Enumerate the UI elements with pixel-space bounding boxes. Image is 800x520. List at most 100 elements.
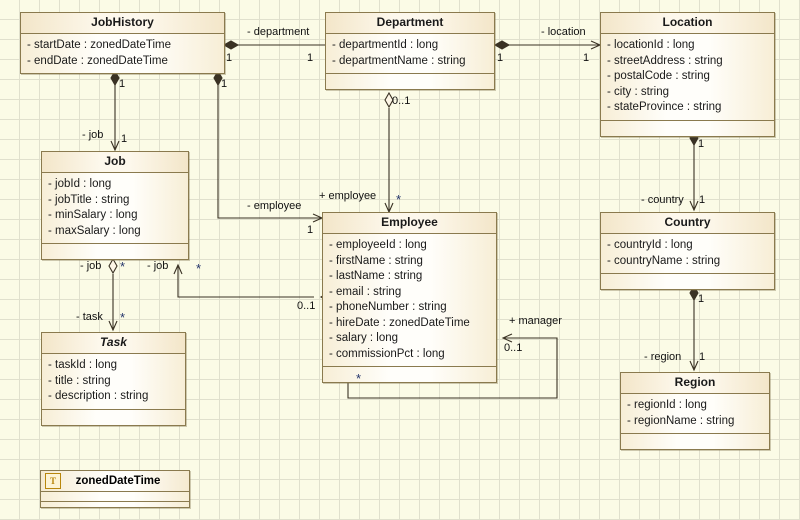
attribute-row: - lastName : string (329, 270, 423, 282)
class-title-country: Country (601, 213, 774, 234)
edge-job-task (108, 257, 118, 332)
attribute-row: - title : string (48, 374, 111, 387)
class-title-jobhistory: JobHistory (21, 13, 224, 34)
attribute-row: - minSalary : long (48, 209, 138, 221)
attribute-row: - email : string (329, 285, 402, 298)
class-attributes-task: - taskId : long - title : string - descr… (42, 354, 185, 409)
multiplicity-department-employee-source: 0..1 (392, 95, 411, 107)
attribute-row: - regionName : string (627, 414, 735, 427)
uml-class-employee[interactable]: Employee - employeeId : long - firstName… (322, 212, 497, 383)
class-title-task: Task (42, 333, 185, 354)
multiplicity-job-task-target: * (120, 310, 126, 325)
attribute-row: - maxSalary : long (48, 224, 141, 237)
edge-role-label-location: - location (541, 26, 586, 38)
attribute-row: - hireDate : zonedDateTime (329, 316, 470, 329)
multiplicity-department-employee-target: * (396, 192, 402, 207)
multiplicity-employee-manager-source: * (356, 371, 362, 386)
uml-class-department[interactable]: Department - departmentId : long - depar… (325, 12, 495, 90)
attribute-row: - commissionPct : long (329, 347, 445, 360)
multiplicity-department-location-target: 1 (583, 52, 590, 64)
attribute-row: - locationId : long (607, 39, 695, 51)
edge-country-region (689, 284, 699, 372)
edge-role-label-plus-employee: + employee (319, 190, 377, 202)
class-operations-department (326, 73, 494, 89)
edge-role-label-manager: + manager (509, 315, 562, 327)
class-attributes-department: - departmentId : long - departmentName :… (326, 34, 494, 73)
attribute-row: - departmentId : long (332, 39, 439, 51)
edge-role-label-country: - country (641, 194, 684, 206)
datatype-header: T zonedDateTime (41, 471, 189, 492)
edge-role-label-department: - department (247, 26, 310, 38)
attribute-row: - countryName : string (607, 254, 721, 267)
uml-class-region[interactable]: Region - regionId : long - regionName : … (620, 372, 770, 450)
attribute-row: - jobId : long (48, 178, 112, 190)
attribute-row: - salary : long (329, 332, 399, 344)
multiplicity-jobhistory-department-source: 1 (226, 52, 233, 64)
attribute-row: - phoneNumber : string (329, 301, 447, 313)
multiplicity-job-task-source: * (120, 259, 126, 274)
class-attributes-jobhistory: - startDate : zonedDateTime - endDate : … (21, 34, 224, 73)
uml-class-task[interactable]: Task - taskId : long - title : string - … (41, 332, 186, 426)
edge-role-label-region: - region (644, 351, 682, 363)
multiplicity-department-location-source: 1 (497, 52, 504, 64)
multiplicity-jobhistory-employee-source: 1 (221, 78, 228, 90)
class-operations-employee (323, 366, 496, 382)
multiplicity-employee-job-source: 0..1 (297, 300, 316, 312)
class-title-employee: Employee (323, 213, 496, 234)
class-title-department: Department (326, 13, 494, 34)
edge-jobhistory-job (110, 69, 120, 152)
uml-class-location[interactable]: Location - locationId : long - streetAdd… (600, 12, 775, 137)
attribute-row: - postalCode : string (607, 70, 710, 82)
edge-role-label-job-left: - job (80, 260, 102, 272)
multiplicity-jobhistory-department-target: 1 (307, 52, 314, 64)
edge-department-location (493, 40, 602, 50)
attribute-row: - endDate : zonedDateTime (27, 54, 168, 67)
edge-role-label-employee: - employee (247, 200, 302, 212)
class-operations-task (42, 408, 185, 425)
uml-class-country[interactable]: Country - countryId : long - countryName… (600, 212, 775, 290)
attribute-row: - jobTitle : string (48, 193, 130, 206)
class-attributes-region: - regionId : long - regionName : string (621, 394, 769, 433)
uml-datatype-zoneddatetime[interactable]: T zonedDateTime (40, 470, 190, 508)
class-attributes-country: - countryId : long - countryName : strin… (601, 234, 774, 273)
attribute-row: - stateProvince : string (607, 101, 722, 113)
datatype-body-compartment (41, 492, 189, 502)
attribute-row: - city : string (607, 85, 669, 98)
class-attributes-employee: - employeeId : long - firstName : string… (323, 234, 496, 366)
uml-class-jobhistory[interactable]: JobHistory - startDate : zonedDateTime -… (20, 12, 225, 74)
class-operations-job (42, 243, 188, 259)
attribute-row: - taskId : long (48, 359, 118, 371)
class-title-job: Job (42, 152, 188, 173)
class-attributes-job: - jobId : long - jobTitle : string - min… (42, 173, 188, 243)
class-operations-country (601, 273, 774, 289)
class-operations-location (601, 119, 774, 136)
class-title-region: Region (621, 373, 769, 394)
edge-role-label-task: - task (76, 311, 103, 323)
type-badge-icon: T (45, 473, 61, 489)
multiplicity-location-country-target: 1 (699, 194, 706, 206)
uml-class-job[interactable]: Job - jobId : long - jobTitle : string -… (41, 151, 189, 260)
attribute-row: - streetAddress : string (607, 54, 723, 67)
edge-jobhistory-employee (213, 69, 324, 223)
attribute-row: - employeeId : long (329, 239, 427, 251)
multiplicity-country-region-target: 1 (699, 351, 706, 363)
edge-location-country (689, 129, 699, 212)
attribute-row: - description : string (48, 390, 149, 402)
attribute-row: - departmentName : string (332, 54, 466, 67)
datatype-extra-compartment (41, 502, 189, 507)
edge-role-label-job-top: - job (82, 129, 104, 141)
attribute-row: - startDate : zonedDateTime (27, 39, 172, 51)
multiplicity-jobhistory-job-source: 1 (119, 78, 126, 90)
edge-employee-job (173, 263, 337, 302)
multiplicity-jobhistory-job-target: 1 (121, 133, 128, 145)
multiplicity-employee-manager-target: 0..1 (504, 342, 523, 354)
edge-department-employee (384, 91, 394, 214)
class-attributes-location: - locationId : long - streetAddress : st… (601, 34, 774, 120)
attribute-row: - firstName : string (329, 254, 423, 267)
class-operations-region (621, 433, 769, 449)
class-title-location: Location (601, 13, 774, 34)
multiplicity-employee-job-target: * (196, 261, 202, 276)
multiplicity-location-country-source: 1 (698, 138, 705, 150)
attribute-row: - regionId : long (627, 399, 707, 411)
